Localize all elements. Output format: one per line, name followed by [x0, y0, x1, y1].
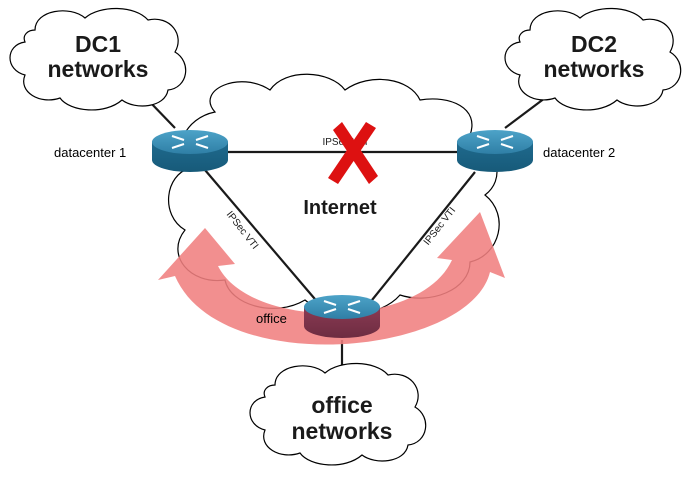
dc1-title: DC1 [75, 31, 121, 57]
dc2-title: DC2 [571, 31, 617, 57]
dc1-networks-cloud: DC1 networks [9, 7, 187, 111]
internet-label: Internet [303, 197, 377, 219]
router-label-datacenter-1: datacenter 1 [54, 145, 126, 160]
failover-arrow [158, 212, 505, 345]
router-datacenter-2-icon[interactable] [457, 130, 533, 172]
router-datacenter-1-icon[interactable] [152, 130, 228, 172]
router-label-datacenter-2: datacenter 2 [543, 145, 615, 160]
link-dc1-office [204, 169, 321, 306]
link-dc2-office [367, 171, 476, 306]
office-networks-subtitle: networks [292, 418, 393, 444]
dc2-networks-cloud: DC2 networks [504, 7, 682, 111]
router-label-office: office [256, 311, 287, 326]
office-networks-cloud: office networks [249, 362, 427, 466]
office-networks-title: office [311, 392, 372, 418]
dc1-subtitle: networks [48, 56, 149, 82]
failed-link-cross-icon [328, 122, 378, 184]
router-office-icon[interactable] [304, 295, 380, 338]
dc2-subtitle: networks [544, 56, 645, 82]
link-dc2-cloud [504, 97, 546, 129]
